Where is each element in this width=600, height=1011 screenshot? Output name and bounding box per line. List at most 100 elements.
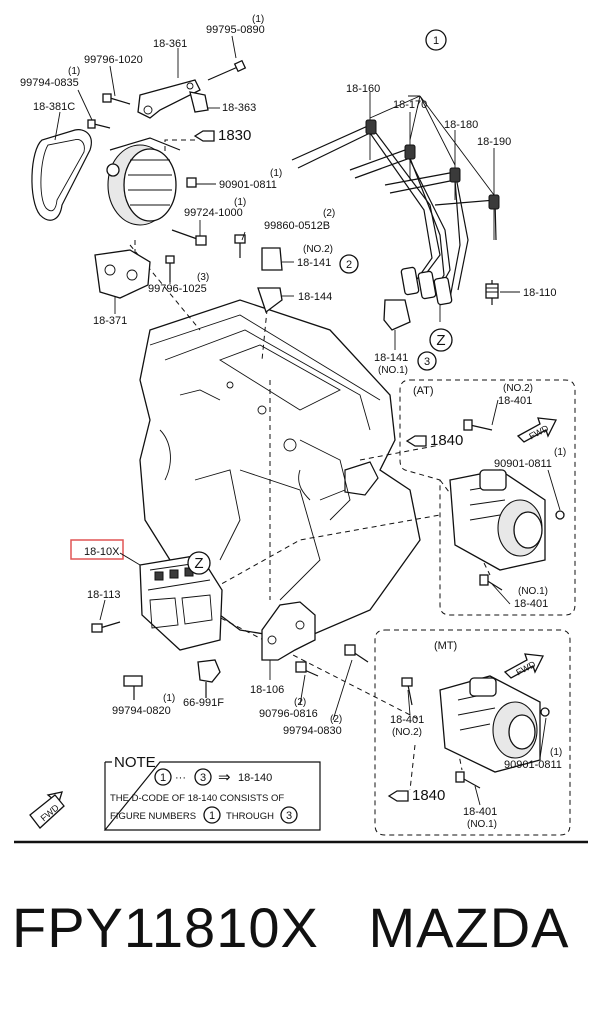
pointer-1840-mt-icon: [387, 790, 409, 802]
note-line-3a: FIGURE NUMBERS: [110, 811, 196, 822]
qty-99795-0890: (1): [252, 14, 264, 25]
label-99796-1020: 99796-1020: [84, 54, 143, 66]
circle-ref-z-bottom-text: Z: [194, 555, 203, 572]
qty-99794-0830: (2): [330, 714, 342, 725]
pointer-1840-at-icon: [405, 435, 427, 447]
label-18-371: 18-371: [93, 315, 127, 327]
svg-text:18-140: 18-140: [238, 772, 272, 784]
highlight-box-18-10x: [70, 539, 124, 560]
engine-mount-bracket: [261, 601, 369, 677]
label-at-90901-0811: 90901-0811: [494, 458, 552, 470]
circled-references: 1 2 3 Z Z: [187, 29, 453, 575]
fwd-arrow-at-icon: FWD: [516, 417, 557, 443]
label-90901-0811-top: 90901-0811: [219, 179, 277, 191]
circle-ref-2-text: 2: [346, 259, 352, 271]
qty-99860-0512b: (2): [323, 208, 335, 219]
footer-caption: FPY11810X MAZDA: [0, 895, 600, 975]
fwd-arrow-mt-icon: FWD: [503, 653, 544, 679]
svg-text:···: ···: [175, 772, 186, 784]
pointer-1830-icon: [193, 130, 215, 142]
circle-ref-1: [425, 29, 447, 51]
qty-at-90901-0811: (1): [554, 447, 566, 458]
note-18-141-no2: (NO.2): [303, 244, 333, 255]
label-mt-90901-0811: 90901-0811: [504, 759, 562, 771]
label-18-190: 18-190: [477, 136, 511, 148]
label-18-381c: 18-381C: [33, 101, 75, 113]
at-starter-motor: [449, 419, 565, 591]
label-at-18-401-top: 18-401: [498, 395, 532, 407]
ignition-coil-pack: [139, 554, 223, 651]
label-18-113: 18-113: [87, 589, 120, 601]
drive-belt: [31, 129, 92, 221]
note-mt-18-401-bottom: (NO.1): [467, 819, 497, 830]
qty-99794-0820: (1): [163, 693, 175, 704]
label-18-361: 18-361: [153, 38, 187, 50]
svg-text:3: 3: [200, 772, 206, 784]
ignition-brackets: [234, 234, 411, 331]
at-title: (AT): [413, 385, 434, 397]
label-99794-0830: 99794-0830: [283, 725, 342, 737]
footer-part-number: FPY11810X: [12, 896, 319, 959]
circle-ref-z-top: [429, 328, 453, 352]
note-mt-18-401-top: (NO.2): [392, 727, 422, 738]
mt-starter-motor: [401, 675, 550, 789]
label-18-141-bottom: 18-141: [374, 352, 408, 364]
circle-ref-1-text: 1: [433, 35, 439, 47]
circle-ref-3: [417, 351, 437, 371]
alternator-bracket: [137, 79, 209, 119]
label-99724-1000: 99724-1000: [184, 207, 243, 219]
label-99860-0512b: 99860-0512B: [264, 220, 330, 232]
label-99794-0820: 99794-0820: [112, 705, 171, 717]
bolts-top-left: [87, 59, 247, 282]
label-99794-0835: 99794-0835: [20, 77, 79, 89]
circle-ref-3-text: 3: [424, 356, 430, 368]
label-18-144: 18-144: [298, 291, 332, 303]
ref-1840-mt: 1840: [412, 787, 445, 804]
svg-text:⇒: ⇒: [218, 769, 231, 786]
part-labels: 18-361 (1) 99795-0890 99796-1020 (1) 997…: [20, 14, 566, 830]
lower-fasteners: [91, 621, 221, 700]
circle-ref-z-bottom: [187, 551, 211, 575]
exploded-parts-diagram: 18-361 (1) 99795-0890 99796-1020 (1) 997…: [14, 14, 588, 844]
svg-text:1: 1: [160, 772, 166, 784]
label-18-363: 18-363: [222, 102, 256, 114]
label-90796-0816: 90796-0816: [259, 708, 318, 720]
label-99796-1025: 99796-1025: [148, 283, 207, 295]
label-mt-18-401-top: 18-401: [390, 714, 424, 726]
ref-1830: 1830: [218, 127, 251, 144]
reference-pointers: [193, 130, 427, 802]
label-99795-0890: 99795-0890: [206, 24, 265, 36]
qty-mt-90901-0811: (1): [550, 747, 562, 758]
note-at-18-401-top: (NO.2): [503, 383, 533, 394]
spark-plug: [485, 280, 499, 305]
note-at-18-401-bottom: (NO.1): [518, 586, 548, 597]
label-at-18-401-bottom: 18-401: [514, 598, 548, 610]
qty-99796-1025: (3): [197, 272, 209, 283]
qty-90901-0811-top: (1): [270, 168, 282, 179]
footer-text: FPY11810X MAZDA: [12, 895, 570, 960]
circle-ref-z-top-text: Z: [436, 332, 445, 349]
svg-text:3: 3: [286, 810, 292, 822]
ref-1840-at: 1840: [430, 432, 463, 449]
qty-99724-1000: (1): [234, 197, 246, 208]
spark-plug-wires: [291, 118, 500, 306]
note-title: NOTE: [114, 754, 156, 771]
note-box: NOTE 1 ··· 3 ⇒ 18-140 THE D-CODE OF 18-1…: [103, 754, 321, 831]
circle-ref-2: [339, 254, 359, 274]
label-18-180: 18-180: [444, 119, 478, 131]
alternator: [106, 137, 181, 226]
mt-title: (MT): [434, 640, 457, 652]
label-mt-18-401-bottom: 18-401: [463, 806, 497, 818]
note-line-2: THE D-CODE OF 18-140 CONSISTS OF: [110, 793, 284, 804]
label-18-110: 18-110: [523, 287, 556, 299]
note-18-141-no1: (NO.1): [378, 365, 408, 376]
alternator-lower-bracket: [94, 249, 151, 299]
at-section-frame: [399, 379, 576, 616]
fwd-arrow-note-icon: FWD: [29, 791, 65, 829]
label-18-10x: 18-10X: [84, 546, 120, 558]
label-18-160: 18-160: [346, 83, 380, 95]
label-18-106: 18-106: [250, 684, 284, 696]
footer-brand: MAZDA: [368, 896, 570, 959]
label-leaders: [54, 35, 561, 806]
svg-text:1: 1: [209, 810, 215, 822]
